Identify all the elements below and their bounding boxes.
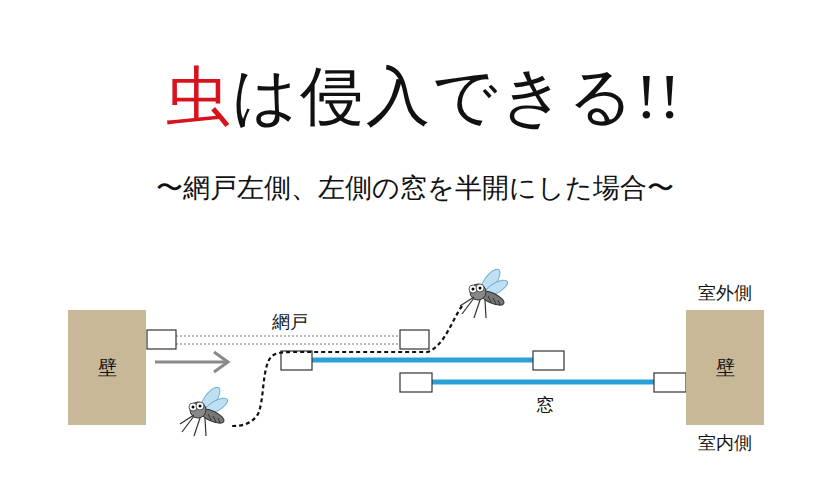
- screen-line: [176, 336, 400, 337]
- screen-label: 網戸: [272, 311, 308, 333]
- title: 虫は侵入できる!!: [166, 62, 683, 132]
- outside-label: 室外側: [698, 282, 752, 304]
- screen-frame: [400, 330, 429, 349]
- mosquito: [460, 266, 510, 318]
- window-glass: [432, 380, 654, 385]
- window-frame: [281, 351, 312, 370]
- window-frame: [400, 373, 432, 392]
- inside-label: 室内側: [698, 432, 752, 454]
- slide-arrow: [214, 352, 228, 372]
- screen-frame: [147, 330, 176, 349]
- window-label: 窓: [536, 394, 554, 416]
- slide-arrow: [155, 361, 226, 364]
- window-frame: [654, 373, 686, 392]
- screen-line: [176, 344, 400, 345]
- wall-box: 壁: [68, 310, 146, 425]
- wall-box: 壁: [686, 310, 764, 425]
- window-glass: [312, 358, 533, 363]
- window-frame: [533, 351, 564, 370]
- insect-path: [232, 306, 462, 426]
- wall-label: 壁: [716, 355, 735, 381]
- wall-label: 壁: [98, 355, 117, 381]
- mosquito: [180, 384, 230, 436]
- subtitle: 〜網戸左側、左側の窓を半開にした場合〜: [156, 172, 674, 204]
